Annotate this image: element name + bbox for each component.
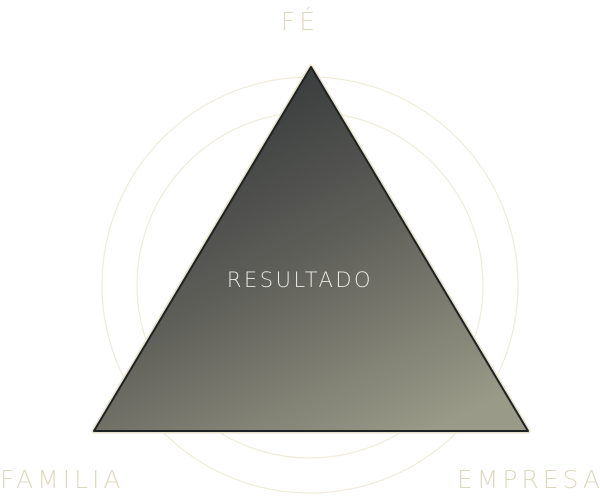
label-fe: FÉ — [280, 7, 320, 36]
label-empresa: EMPRESA — [456, 465, 600, 494]
label-resultado: RESULTADO — [0, 270, 600, 291]
result-triangle — [93, 66, 529, 432]
label-familia: FAMILIA — [0, 465, 125, 494]
